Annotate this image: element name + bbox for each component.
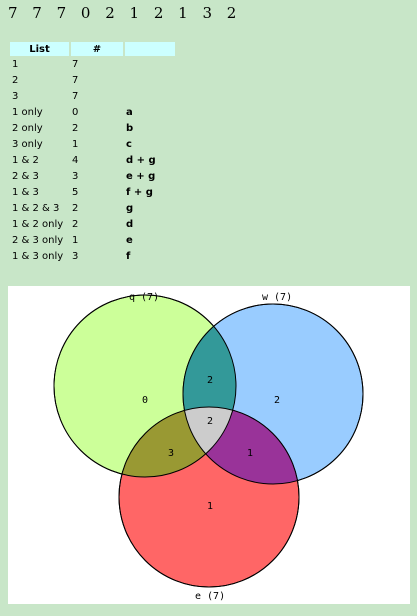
region-q-w-e: 2 [207,416,213,427]
row-list-cell: 1 only [12,106,43,118]
set-e-label: e (7) [195,591,225,602]
row-list-cell: 2 only [12,122,43,134]
row-count-cell: 2 [72,202,79,214]
region-e-only: 1 [207,501,213,512]
row-expression-cell [124,88,176,104]
table-row: 1 only 0 a [10,104,176,120]
row-list-cell: 1 & 3 only [12,250,64,262]
venn-svg: q (7) w (7) e (7) 0 2 1 2 3 1 2 [53,292,364,602]
table-row: 1 & 3 only 3 f [10,248,176,264]
row-count-cell: 4 [72,154,79,166]
table-row: 1 & 3 5 f + g [10,184,176,200]
row-list-cell: 3 only [12,138,43,150]
row-expression-cell: c [126,138,132,150]
row-expression-cell: f [126,250,131,262]
set-w-label: w (7) [262,292,292,303]
row-count-cell: 1 [72,234,79,246]
row-count-cell: 0 [72,106,79,118]
row-count-cell: 2 [72,218,79,230]
row-expression-cell [124,72,176,88]
region-w-only: 2 [274,395,280,406]
row-list-cell: 2 & 3 [12,170,39,182]
table-row: 1 & 2 4 d + g [10,152,176,168]
row-count-cell: 1 [72,138,79,150]
table-row: 1 & 2 & 3 2 g [10,200,176,216]
row-count-cell: 5 [72,186,79,198]
venn-diagram: q (7) w (7) e (7) 0 2 1 2 3 1 2 [8,286,410,604]
row-expression-cell: f + g [126,186,153,198]
row-list-cell: 1 & 2 & 3 [12,202,60,214]
row-expression-cell [124,56,176,72]
row-count-cell: 3 [72,170,79,182]
row-expression-cell: g [126,202,134,214]
row-expression-cell: e + g [126,170,156,182]
row-expression-cell: b [126,122,134,134]
table-row: 1 & 2 only 2 d [10,216,176,232]
row-count-cell: 7 [72,58,79,70]
row-list-cell: 1 & 2 [12,154,39,166]
region-q-e: 3 [168,448,174,459]
row-list-cell: 3 [12,90,19,102]
row-expression-cell: d + g [126,154,156,166]
row-list-cell: 2 & 3 only [12,234,64,246]
row-count-cell: 2 [72,122,79,134]
row-expression-cell: d [126,218,134,230]
region-q-w: 2 [207,375,213,386]
row-list-cell: 1 [12,58,19,70]
circle-outlines [53,294,364,588]
region-w-e: 1 [247,448,253,459]
set-q-label: q (7) [129,292,159,303]
overlap-q-e [119,407,236,477]
counts-line: 7 7 7 0 2 1 2 1 3 2 [8,4,238,22]
row-count-cell: 7 [72,74,79,86]
header-count: # [70,42,125,56]
row-list-cell: 2 [12,74,19,86]
header-expression [124,42,177,56]
header-list: List [10,42,71,56]
table-header-row: List # [10,42,177,56]
row-count-cell: 7 [72,90,79,102]
overlap-w-e [183,407,299,484]
table-row: 2 only 2 b [10,120,176,136]
table-row: 3 only 1 c [10,136,176,152]
row-count-cell: 3 [72,250,79,262]
row-list-cell: 1 & 3 [12,186,39,198]
region-q-only: 0 [142,395,148,406]
table-row: 2 & 3 only 1 e [10,232,176,248]
table-row: 2 & 3 3 e + g [10,168,176,184]
row-expression-cell: e [126,234,133,246]
row-expression-cell: a [126,106,133,118]
row-list-cell: 1 & 2 only [12,218,64,230]
